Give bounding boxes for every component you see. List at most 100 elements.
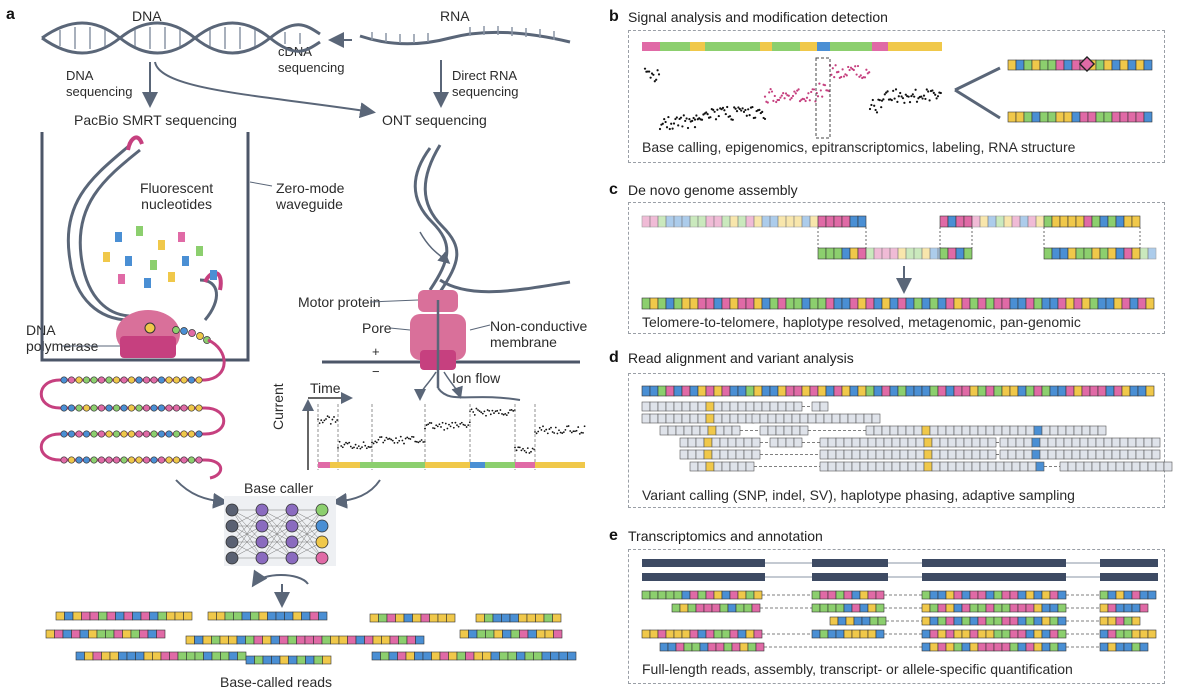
read-base xyxy=(89,611,99,621)
transcript-base xyxy=(859,590,869,600)
read-base xyxy=(228,635,238,645)
signal-point xyxy=(893,97,896,100)
signal-point xyxy=(783,97,786,100)
transcript-base xyxy=(1033,642,1043,652)
aligned-read-base xyxy=(859,461,869,472)
signal-color-segment xyxy=(642,42,660,51)
read-base xyxy=(88,629,98,639)
read-base xyxy=(224,611,234,621)
trace-point xyxy=(515,449,518,452)
signal-point xyxy=(870,103,873,107)
reference-base xyxy=(1105,385,1115,397)
output-base xyxy=(1063,111,1073,123)
aligned-read-base xyxy=(843,437,853,448)
aligned-read-base xyxy=(791,425,801,436)
aligned-read-base xyxy=(1059,461,1069,472)
signal-point xyxy=(868,107,872,111)
read-base xyxy=(484,613,494,623)
signal-color-segment xyxy=(690,42,705,51)
transcript-base xyxy=(819,629,829,639)
read-base xyxy=(439,651,449,661)
read-base xyxy=(429,613,439,623)
trace-point xyxy=(467,424,470,427)
contig-base xyxy=(929,247,939,260)
nucleotide-bead xyxy=(128,376,136,384)
dna-polymerase-protein xyxy=(116,310,180,358)
reference-base xyxy=(969,385,979,397)
aligned-read-base xyxy=(719,437,729,448)
aligned-read-base xyxy=(775,425,785,436)
nucleotide-bead xyxy=(180,404,188,412)
output-base xyxy=(1143,59,1153,71)
contig-base xyxy=(1131,215,1141,228)
panel-e-transcripts xyxy=(641,559,1158,652)
transcript-base xyxy=(721,629,731,639)
trace-point xyxy=(435,424,438,427)
nucleotide-bead xyxy=(60,376,68,384)
contig-base xyxy=(995,215,1005,228)
transcript-base xyxy=(715,642,725,652)
signal-point xyxy=(834,64,837,67)
transcript-base xyxy=(1049,603,1059,613)
trace-point xyxy=(464,424,466,427)
signal-point xyxy=(874,108,877,112)
contig-base xyxy=(833,215,843,228)
signal-point xyxy=(733,106,736,109)
nucleotide-bead xyxy=(90,404,98,412)
read-base xyxy=(338,635,348,645)
aligned-read-base xyxy=(907,449,917,460)
trace-point xyxy=(542,425,544,428)
trace-point xyxy=(489,413,492,416)
signal-point xyxy=(782,92,785,95)
reference-base xyxy=(825,385,835,397)
panel-e-title: Transcriptomics and annotation xyxy=(628,528,823,544)
nucleotide-bead xyxy=(68,376,76,384)
reference-base xyxy=(769,385,779,397)
reference-base xyxy=(945,385,955,397)
signal-point xyxy=(932,91,935,94)
signal-point xyxy=(868,71,871,74)
reference-base xyxy=(713,385,723,397)
contig-base xyxy=(1059,247,1069,260)
aligned-read-base xyxy=(1087,449,1097,460)
read-base xyxy=(389,635,399,645)
trace-point xyxy=(531,447,534,450)
contig-base xyxy=(841,247,851,260)
signal-point xyxy=(748,114,751,117)
aligned-read-base xyxy=(705,461,715,472)
aligned-read-base xyxy=(665,401,675,412)
output-base xyxy=(1007,111,1017,123)
trace-point xyxy=(569,430,572,432)
nucleotide-bead xyxy=(135,430,143,438)
aligned-read-base xyxy=(875,449,885,460)
transcript-base xyxy=(875,590,885,600)
trace-point xyxy=(545,428,548,431)
polymerase-bead-strand xyxy=(172,326,211,344)
transcript-base xyxy=(853,616,863,626)
transcript-base xyxy=(1115,590,1125,600)
trace-point xyxy=(441,421,444,424)
fluorescent-nucleotides xyxy=(103,226,217,288)
aligned-read-base xyxy=(751,449,761,460)
transcript-base xyxy=(1057,642,1067,652)
contig-base xyxy=(1091,215,1101,228)
modification-marker xyxy=(1078,55,1096,73)
trace-point xyxy=(341,446,344,449)
aligned-read-base xyxy=(761,401,771,412)
transcript-base xyxy=(727,603,737,613)
trace-point xyxy=(395,437,397,440)
signal-point xyxy=(911,93,914,96)
pacbio-label: PacBio SMRT sequencing xyxy=(74,112,237,128)
assembled-base xyxy=(953,297,963,310)
aligned-read-base xyxy=(987,461,997,472)
trace-point xyxy=(504,412,507,415)
network-node xyxy=(255,535,269,549)
transcript-base xyxy=(861,616,871,626)
transcript-base xyxy=(945,629,955,639)
aligned-read-base xyxy=(745,401,755,412)
read-base xyxy=(147,629,157,639)
transcript-base xyxy=(1057,603,1067,613)
reference-base xyxy=(1049,385,1059,397)
trace-point xyxy=(387,438,389,440)
nucleotide-bead xyxy=(150,404,158,412)
